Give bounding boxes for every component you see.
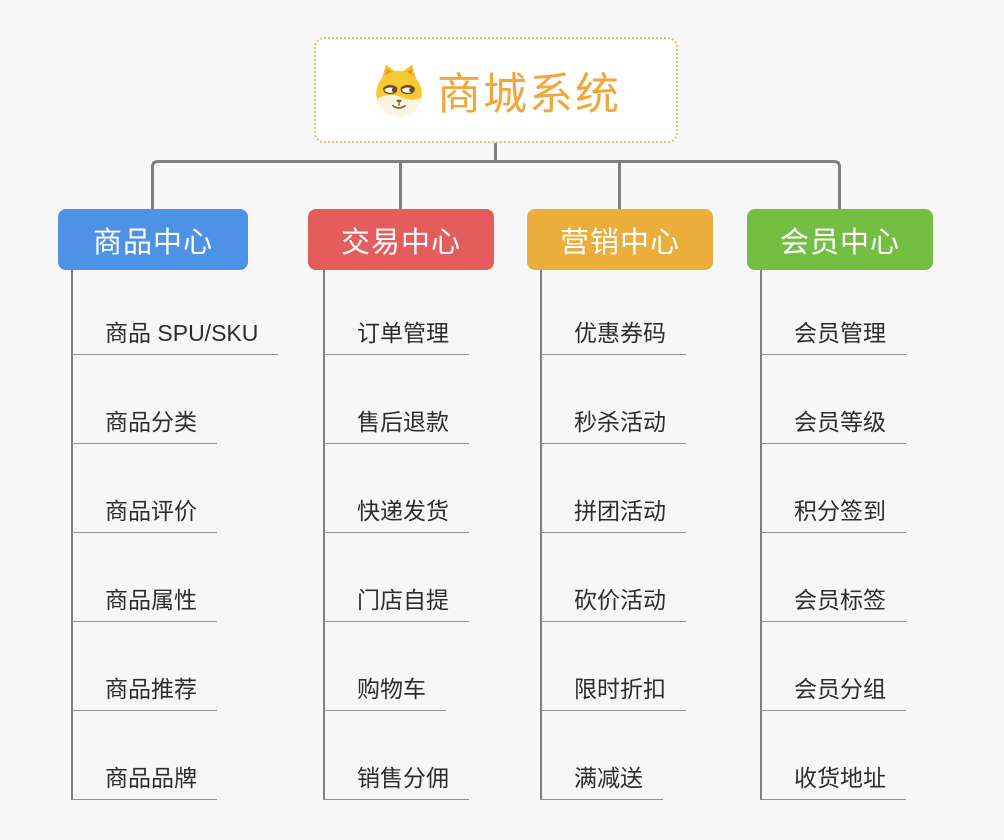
leaf-node[interactable]: 收货地址 <box>760 755 906 800</box>
leaf-node[interactable]: 商品品牌 <box>71 755 217 800</box>
leaf-node[interactable]: 门店自提 <box>323 577 469 622</box>
leaf-node[interactable]: 商品属性 <box>71 577 217 622</box>
leaf-node[interactable]: 商品推荐 <box>71 666 217 711</box>
leaf-node[interactable]: 商品评价 <box>71 488 217 533</box>
leaf-node[interactable]: 订单管理 <box>323 310 469 355</box>
branch-node-trade[interactable]: 交易中心 <box>308 209 494 270</box>
branch-trunk-line <box>540 270 542 800</box>
branch-trunk-line <box>71 270 73 800</box>
leaf-node[interactable]: 销售分佣 <box>323 755 469 800</box>
leaf-node[interactable]: 商品 SPU/SKU <box>71 310 279 355</box>
branch-trunk-line <box>323 270 325 800</box>
connector-inner-lines <box>399 142 621 209</box>
root-title: 商城系统 <box>437 70 621 119</box>
leaf-node[interactable]: 快递发货 <box>323 488 469 533</box>
leaf-node[interactable]: 购物车 <box>323 666 446 711</box>
leaf-node[interactable]: 会员管理 <box>760 310 906 355</box>
root-node[interactable]: 商城系统 <box>314 37 678 143</box>
leaf-node[interactable]: 商品分类 <box>71 399 217 444</box>
leaf-node[interactable]: 拼团活动 <box>540 488 686 533</box>
leaf-node[interactable]: 积分签到 <box>760 488 906 533</box>
branch-node-member[interactable]: 会员中心 <box>747 209 933 270</box>
leaf-node[interactable]: 售后退款 <box>323 399 469 444</box>
leaf-node[interactable]: 会员等级 <box>760 399 906 444</box>
branch-node-marketing[interactable]: 营销中心 <box>527 209 713 270</box>
leaf-node[interactable]: 满减送 <box>540 755 663 800</box>
leaf-node[interactable]: 优惠券码 <box>540 310 686 355</box>
connector-outer-line <box>151 160 841 209</box>
leaf-node[interactable]: 会员分组 <box>760 666 906 711</box>
dog-face-icon <box>376 64 422 117</box>
leaf-node[interactable]: 砍价活动 <box>540 577 686 622</box>
leaf-node[interactable]: 秒杀活动 <box>540 399 686 444</box>
branch-node-product[interactable]: 商品中心 <box>58 209 248 270</box>
leaf-node[interactable]: 限时折扣 <box>540 666 686 711</box>
leaf-node[interactable]: 会员标签 <box>760 577 906 622</box>
branch-trunk-line <box>760 270 762 800</box>
